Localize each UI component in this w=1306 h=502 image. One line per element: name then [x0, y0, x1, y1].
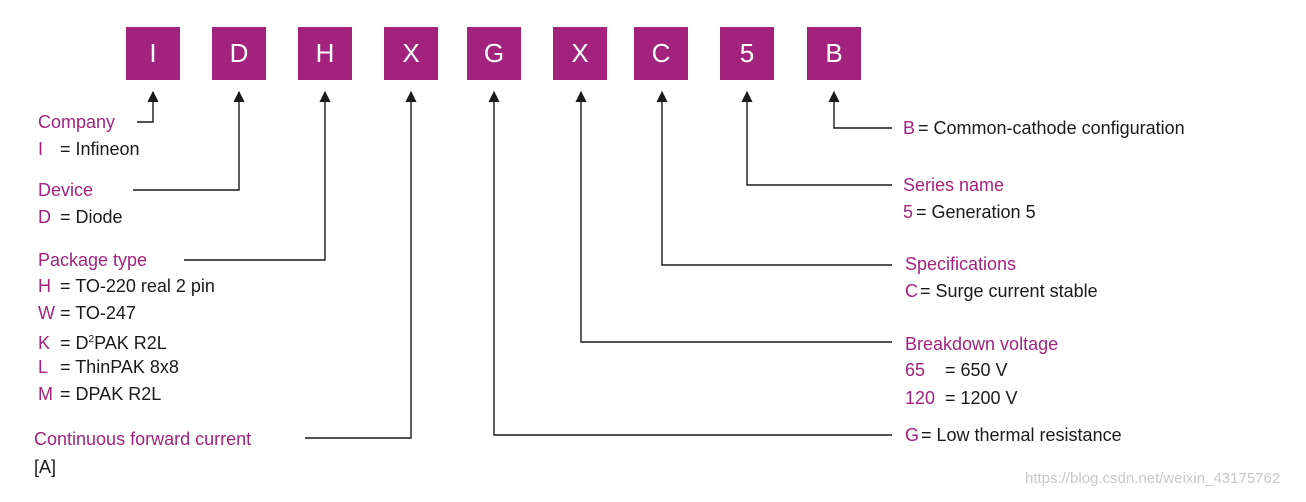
package-value: = DPAK R2L	[60, 384, 162, 404]
code-box-config: B	[807, 27, 861, 80]
breakdown-title: Breakdown voltage	[905, 334, 1059, 354]
connector-current	[305, 90, 417, 439]
company-title: Company	[38, 112, 116, 132]
package-row: M = DPAK R2L	[38, 383, 161, 405]
company-key: I	[38, 139, 44, 159]
package-title: Package type	[38, 250, 148, 270]
package-key: W	[38, 303, 55, 323]
package-row: W= TO-247	[38, 302, 136, 324]
connector-device	[133, 90, 245, 191]
breakdown-row: 65 = 650 V	[905, 359, 1008, 381]
config-value: = Common-cathode configuration	[918, 118, 1185, 138]
breakdown-value: = 650 V	[945, 360, 1008, 380]
device-row: D = Diode	[38, 206, 123, 228]
thermal-row: G= Low thermal resistance	[905, 424, 1122, 446]
package-value: = D2PAK R2L	[60, 333, 167, 353]
thermal-value: = Low thermal resistance	[921, 425, 1122, 445]
package-key: K	[38, 333, 51, 353]
series-key: 5	[903, 202, 914, 222]
package-row: H = TO-220 real 2 pin	[38, 275, 215, 297]
package-row: K = D2PAK R2L	[38, 329, 167, 354]
connector-breakdown	[575, 90, 892, 343]
watermark: https://blog.csdn.net/weixin_43175762	[1025, 470, 1281, 487]
breakdown-row: 120 = 1200 V	[905, 387, 1018, 409]
connector-package	[184, 90, 331, 261]
code-box-specs: C	[634, 27, 688, 80]
package-value: = ThinPAK 8x8	[60, 357, 179, 377]
specs-row: C= Surge current stable	[905, 280, 1098, 302]
current-title: Continuous forward current	[34, 429, 252, 449]
device-key: D	[38, 207, 51, 227]
series-row: 5= Generation 5	[903, 201, 1036, 223]
connector-specs	[656, 90, 892, 266]
package-row: L = ThinPAK 8x8	[38, 356, 179, 378]
specs-key: C	[905, 281, 918, 301]
code-box-current: X	[384, 27, 438, 80]
series-title: Series name	[903, 175, 1005, 195]
package-key: L	[38, 357, 49, 377]
current-unit: [A]	[34, 457, 57, 477]
series-value: = Generation 5	[916, 202, 1036, 222]
breakdown-value: = 1200 V	[945, 388, 1018, 408]
company-row: I = Infineon	[38, 138, 140, 160]
package-key: M	[38, 384, 53, 404]
company-value: = Infineon	[60, 139, 140, 159]
device-title: Device	[38, 180, 94, 200]
code-box-breakdown: X	[553, 27, 607, 80]
code-box-series: 5	[720, 27, 774, 80]
specs-value: = Surge current stable	[920, 281, 1098, 301]
breakdown-key: 120	[905, 388, 936, 408]
config-key: B	[903, 118, 916, 138]
breakdown-key: 65	[905, 360, 926, 380]
code-box-company: I	[126, 27, 180, 80]
package-value: = TO-220 real 2 pin	[60, 276, 215, 296]
code-box-package: H	[298, 27, 352, 80]
specs-title: Specifications	[905, 254, 1017, 274]
connector-config	[828, 90, 892, 129]
package-key: H	[38, 276, 51, 296]
code-box-device: D	[212, 27, 266, 80]
device-value: = Diode	[60, 207, 123, 227]
config-row: B= Common-cathode configuration	[903, 117, 1185, 139]
code-box-thermal: G	[467, 27, 521, 80]
connector-series	[741, 90, 892, 186]
connector-company	[137, 90, 159, 123]
connector-thermal	[488, 90, 892, 436]
thermal-key: G	[905, 425, 920, 445]
package-value: = TO-247	[60, 303, 136, 323]
